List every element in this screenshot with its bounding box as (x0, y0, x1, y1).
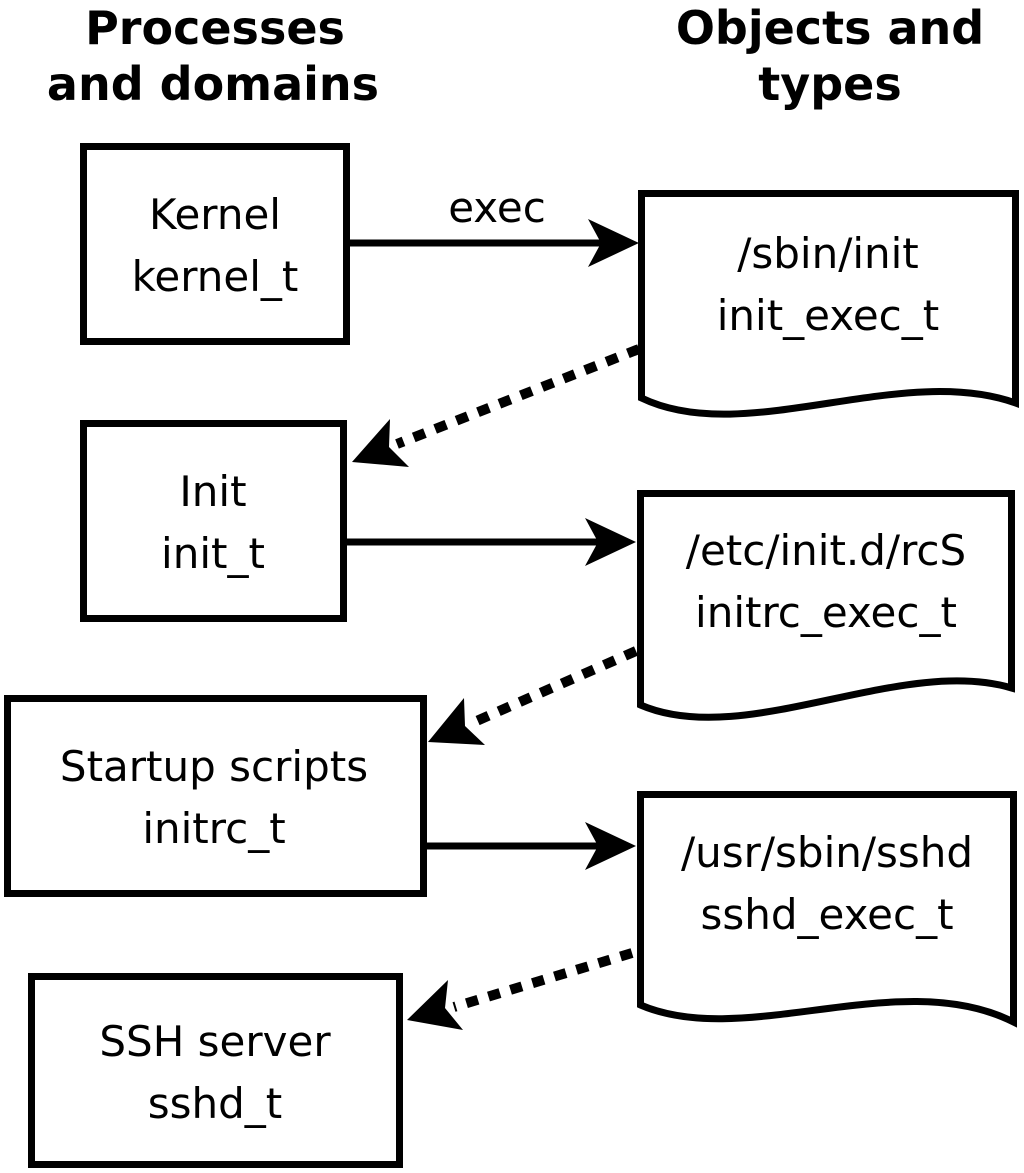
object-doc-etc-initd-rcS-type: initrc_exec_t (695, 588, 957, 637)
object-doc-sbin-init-shape (638, 190, 1019, 418)
object-doc-sbin-init-path: /sbin/init (737, 229, 919, 278)
transition-arrow-1-shaft (395, 344, 641, 449)
transition-arrow-3-arrowhead-icon (407, 980, 463, 1030)
exec-arrow-2-arrowhead-icon (585, 518, 636, 566)
object-doc-usr-sbin-sshd-path: /usr/sbin/sshd (681, 828, 973, 877)
object-doc-etc-initd-rcS: /etc/init.d/rcS initrc_exec_t (637, 490, 1015, 721)
column-header-processes-line2: and domains (47, 57, 379, 111)
process-box-kernel: Kernel kernel_t (80, 143, 350, 345)
exec-arrow-1-arrowhead-icon (588, 219, 639, 267)
exec-arrow-3-arrowhead-icon (585, 822, 636, 870)
process-box-init-domain: init_t (161, 529, 265, 578)
column-header-objects-line1: Objects and (676, 1, 984, 55)
column-header-objects: Objects and types (676, 1, 984, 111)
process-box-kernel-domain: kernel_t (132, 252, 299, 301)
process-box-ssh-server-domain: sshd_t (148, 1079, 283, 1128)
object-doc-etc-initd-rcS-shape (637, 490, 1015, 721)
transition-arrow-rcS-to-initrc (428, 646, 639, 745)
transition-arrow-2-arrowhead-icon (428, 698, 485, 745)
process-box-ssh-server-rect (28, 973, 403, 1168)
process-box-startup-scripts-domain: initrc_t (142, 804, 285, 853)
object-doc-usr-sbin-sshd-type: sshd_exec_t (700, 890, 953, 939)
process-box-startup-scripts: Startup scripts initrc_t (4, 695, 427, 897)
column-header-processes-line1: Processes (85, 1, 345, 55)
column-header-processes: Processes and domains (47, 1, 379, 111)
transition-arrow-sbin-init-to-init (352, 344, 641, 467)
process-box-kernel-rect (80, 143, 350, 345)
process-box-startup-scripts-rect (4, 695, 427, 897)
process-box-kernel-label: Kernel (149, 190, 281, 239)
process-box-ssh-server: SSH server sshd_t (28, 973, 403, 1168)
exec-arrow-init-to-rcS (347, 518, 636, 566)
process-box-init-rect (80, 420, 347, 622)
exec-arrow-initrc-to-sshd (427, 822, 636, 870)
process-box-ssh-server-label: SSH server (99, 1017, 331, 1066)
process-box-init-label: Init (179, 467, 246, 516)
object-doc-usr-sbin-sshd: /usr/sbin/sshd sshd_exec_t (637, 791, 1017, 1028)
object-doc-sbin-init: /sbin/init init_exec_t (638, 190, 1019, 418)
object-doc-usr-sbin-sshd-shape (637, 791, 1017, 1028)
exec-edge-label: exec (448, 183, 546, 232)
transition-arrow-1-arrowhead-icon (352, 419, 409, 467)
process-box-init: Init init_t (80, 420, 347, 622)
transition-arrow-sshd-exec-to-sshd (407, 948, 634, 1030)
transition-arrow-2-shaft (469, 646, 639, 728)
object-doc-etc-initd-rcS-path: /etc/init.d/rcS (686, 526, 966, 575)
transition-arrow-3-shaft (452, 948, 634, 1012)
object-doc-sbin-init-type: init_exec_t (717, 291, 940, 340)
process-box-startup-scripts-label: Startup scripts (60, 742, 368, 791)
column-header-objects-line2: types (758, 57, 901, 111)
exec-arrow-kernel-to-sbin-init: exec (350, 183, 639, 267)
